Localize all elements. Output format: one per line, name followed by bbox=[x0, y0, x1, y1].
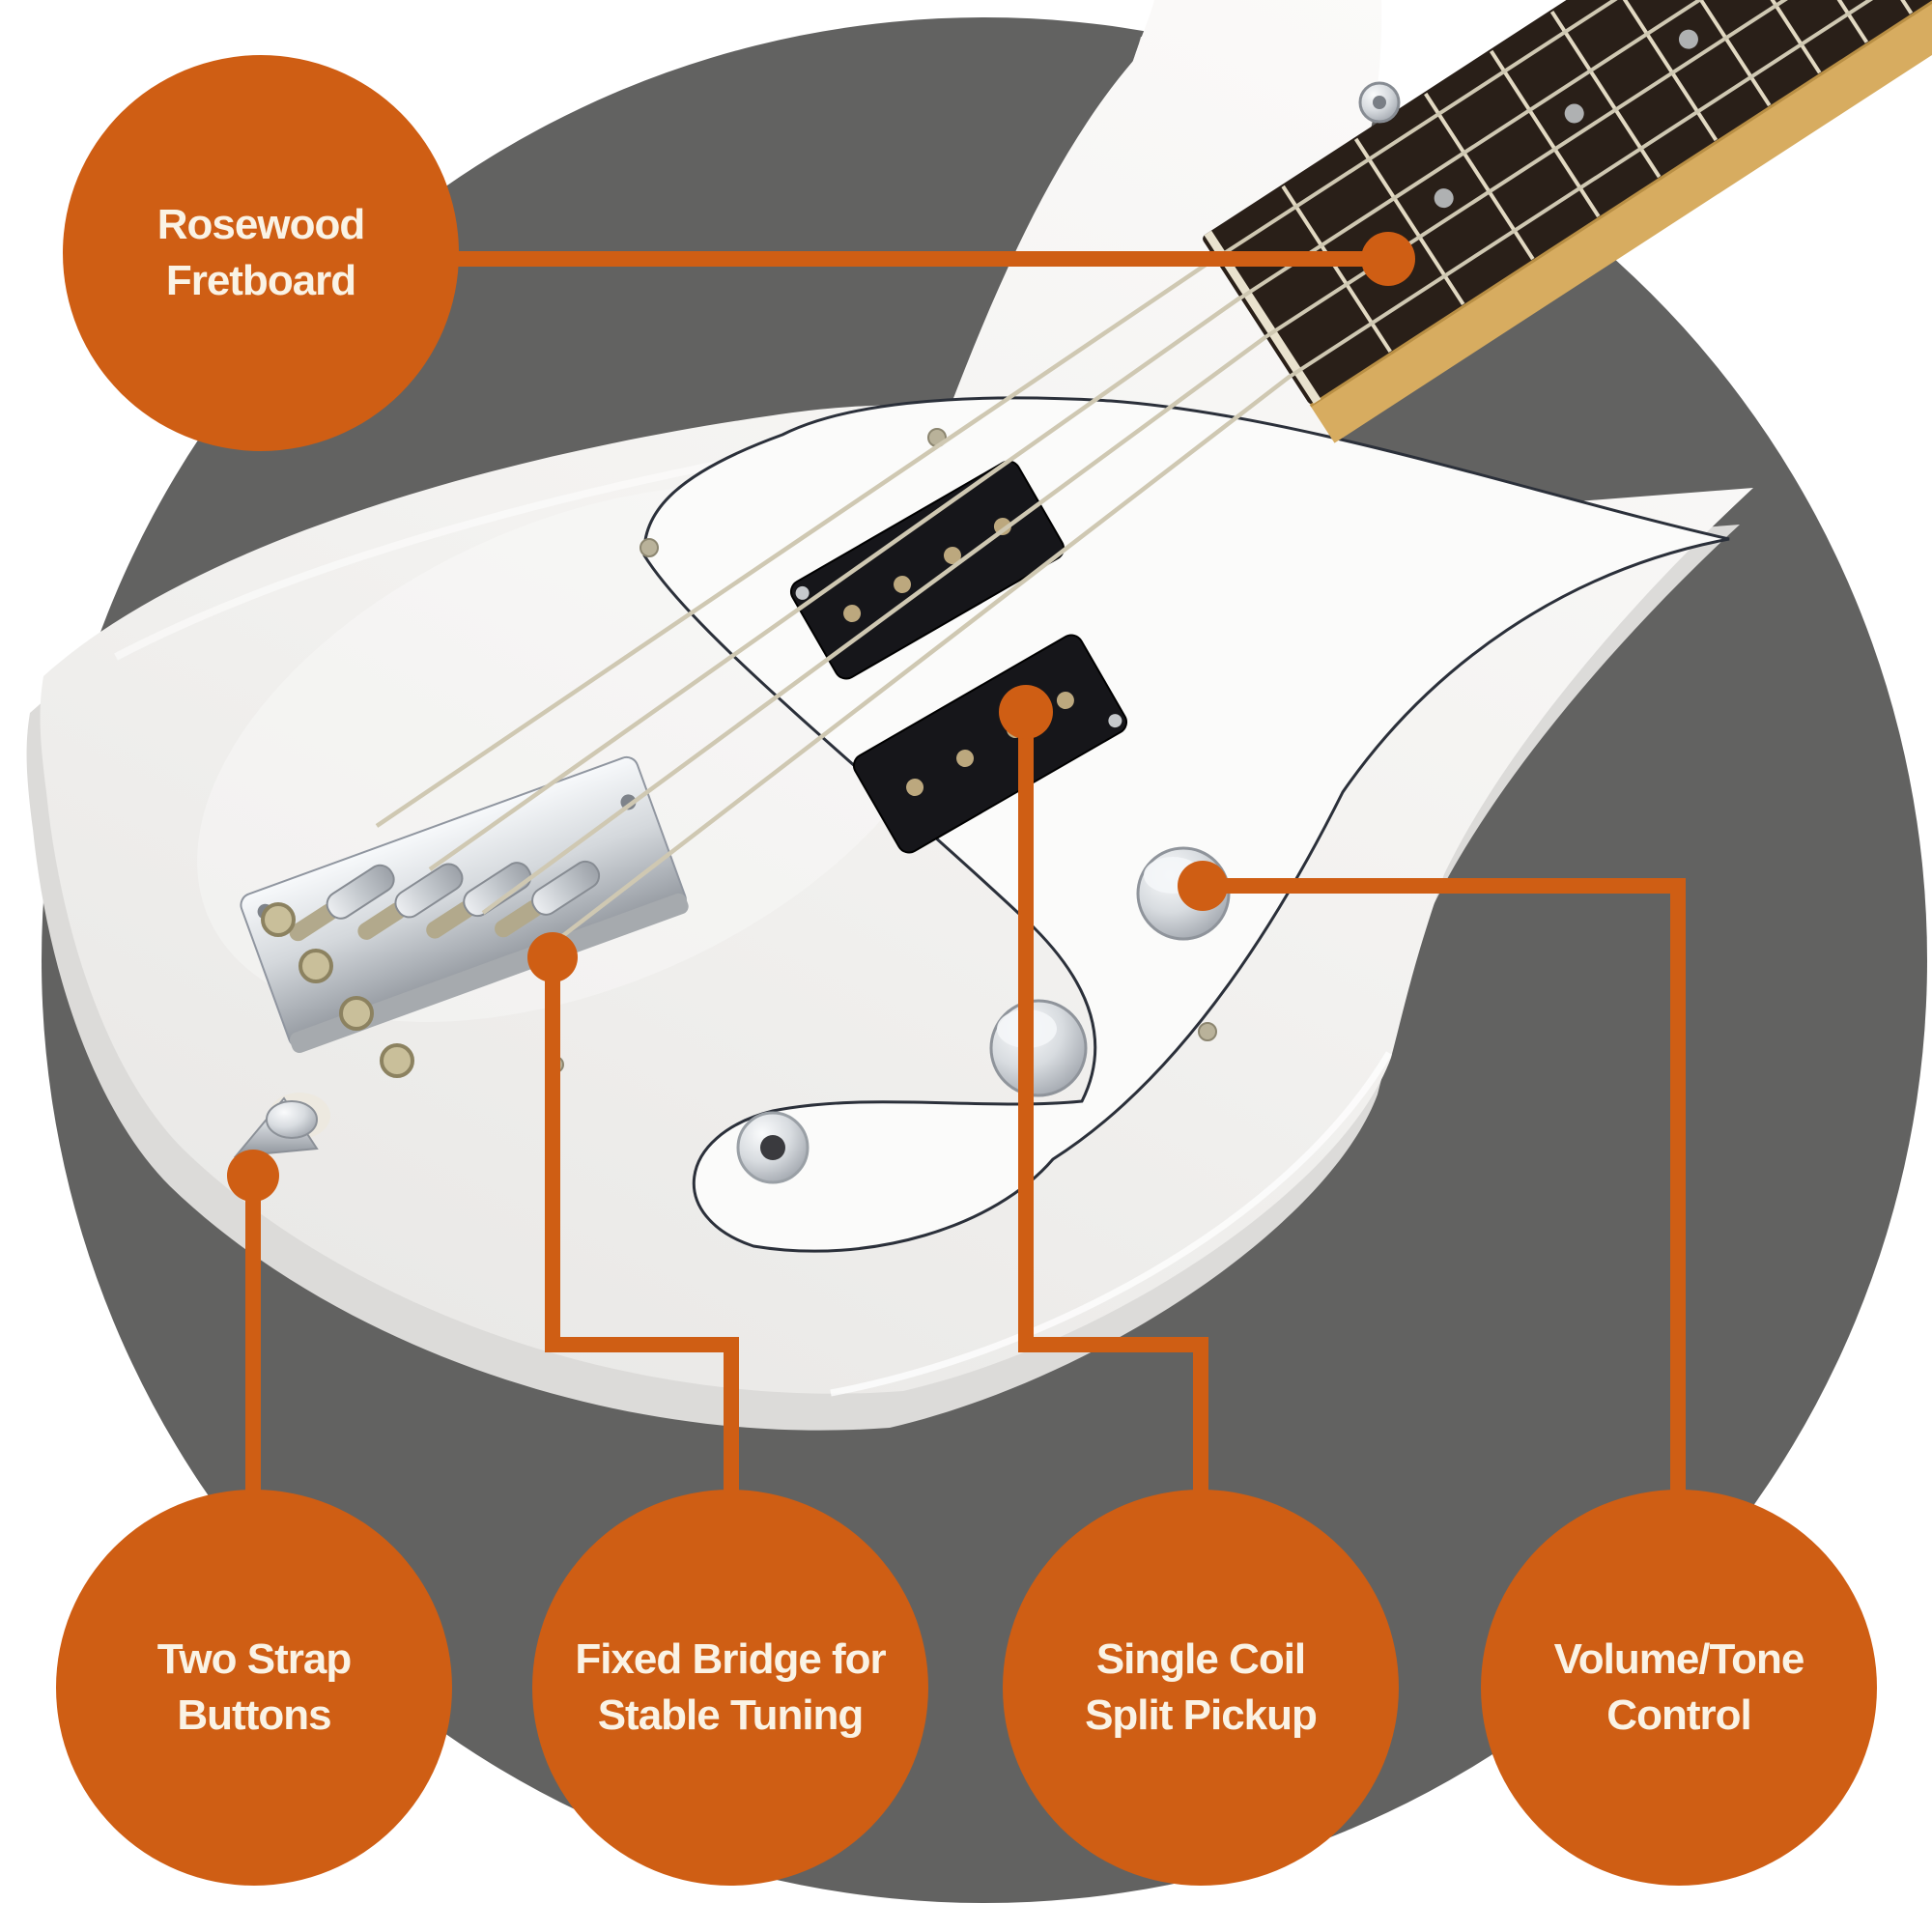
bridge-saddle bbox=[289, 864, 395, 942]
string-ferrules bbox=[261, 902, 414, 1078]
pickguard-screw bbox=[639, 538, 659, 557]
callout-label-line1: Two Strap bbox=[156, 1634, 352, 1683]
connector-fixed-bridge bbox=[545, 957, 739, 1507]
fret-inlay-dots bbox=[1434, 29, 1698, 209]
callout-fixed-bridge: Fixed Bridge for Stable Tuning bbox=[532, 1490, 928, 1886]
callout-label-line2: Stable Tuning bbox=[597, 1691, 865, 1739]
fixed-bridge bbox=[240, 755, 689, 1053]
callout-connectors bbox=[245, 251, 1686, 1507]
callout-label-line2: Control bbox=[1606, 1691, 1751, 1739]
body-rim-highlight bbox=[830, 1051, 1392, 1397]
callout-label-line2: Split Pickup bbox=[1085, 1691, 1318, 1739]
strap-button-dot-icon bbox=[227, 1150, 279, 1202]
connector-volume-tone bbox=[1203, 878, 1686, 1507]
callout-dots bbox=[227, 232, 1415, 1202]
callout-rosewood-fretboard: Rosewood Fretboard bbox=[63, 55, 459, 451]
maple-neck-edge bbox=[1310, 0, 1932, 443]
callout-label-line1: Rosewood bbox=[156, 200, 365, 248]
fretboard-dot-icon bbox=[1361, 232, 1415, 286]
output-jack bbox=[736, 1111, 810, 1184]
strings bbox=[375, 257, 1293, 958]
callout-single-coil-split-pickup: Single Coil Split Pickup bbox=[1003, 1490, 1399, 1886]
callout-label-line2: Fretboard bbox=[165, 257, 356, 304]
callout-volume-tone-control: Volume/Tone Control bbox=[1481, 1490, 1877, 1886]
callout-two-strap-buttons: Two Strap Buttons bbox=[56, 1490, 452, 1886]
callout-label-line1: Volume/Tone bbox=[1553, 1634, 1805, 1683]
bridge-saddle bbox=[357, 863, 464, 940]
callout-label-line2: Buttons bbox=[177, 1691, 331, 1739]
pickup-dot-icon bbox=[999, 685, 1053, 739]
split-single-coil-pickup bbox=[789, 460, 1128, 854]
bridge-saddle bbox=[426, 862, 532, 939]
tuning-peg bbox=[1358, 81, 1401, 124]
bridge-saddle bbox=[495, 860, 601, 938]
bridge-dot-icon bbox=[527, 932, 578, 982]
callout-label-line1: Fixed Bridge for bbox=[575, 1634, 886, 1683]
knob-dot-icon bbox=[1178, 861, 1228, 911]
callout-label-line1: Single Coil bbox=[1095, 1634, 1306, 1683]
strap-button bbox=[233, 1093, 330, 1158]
pickguard-screw bbox=[1198, 1022, 1217, 1041]
nut bbox=[1204, 230, 1321, 404]
tone-knob bbox=[989, 999, 1088, 1097]
connector-pickup bbox=[1018, 712, 1208, 1507]
